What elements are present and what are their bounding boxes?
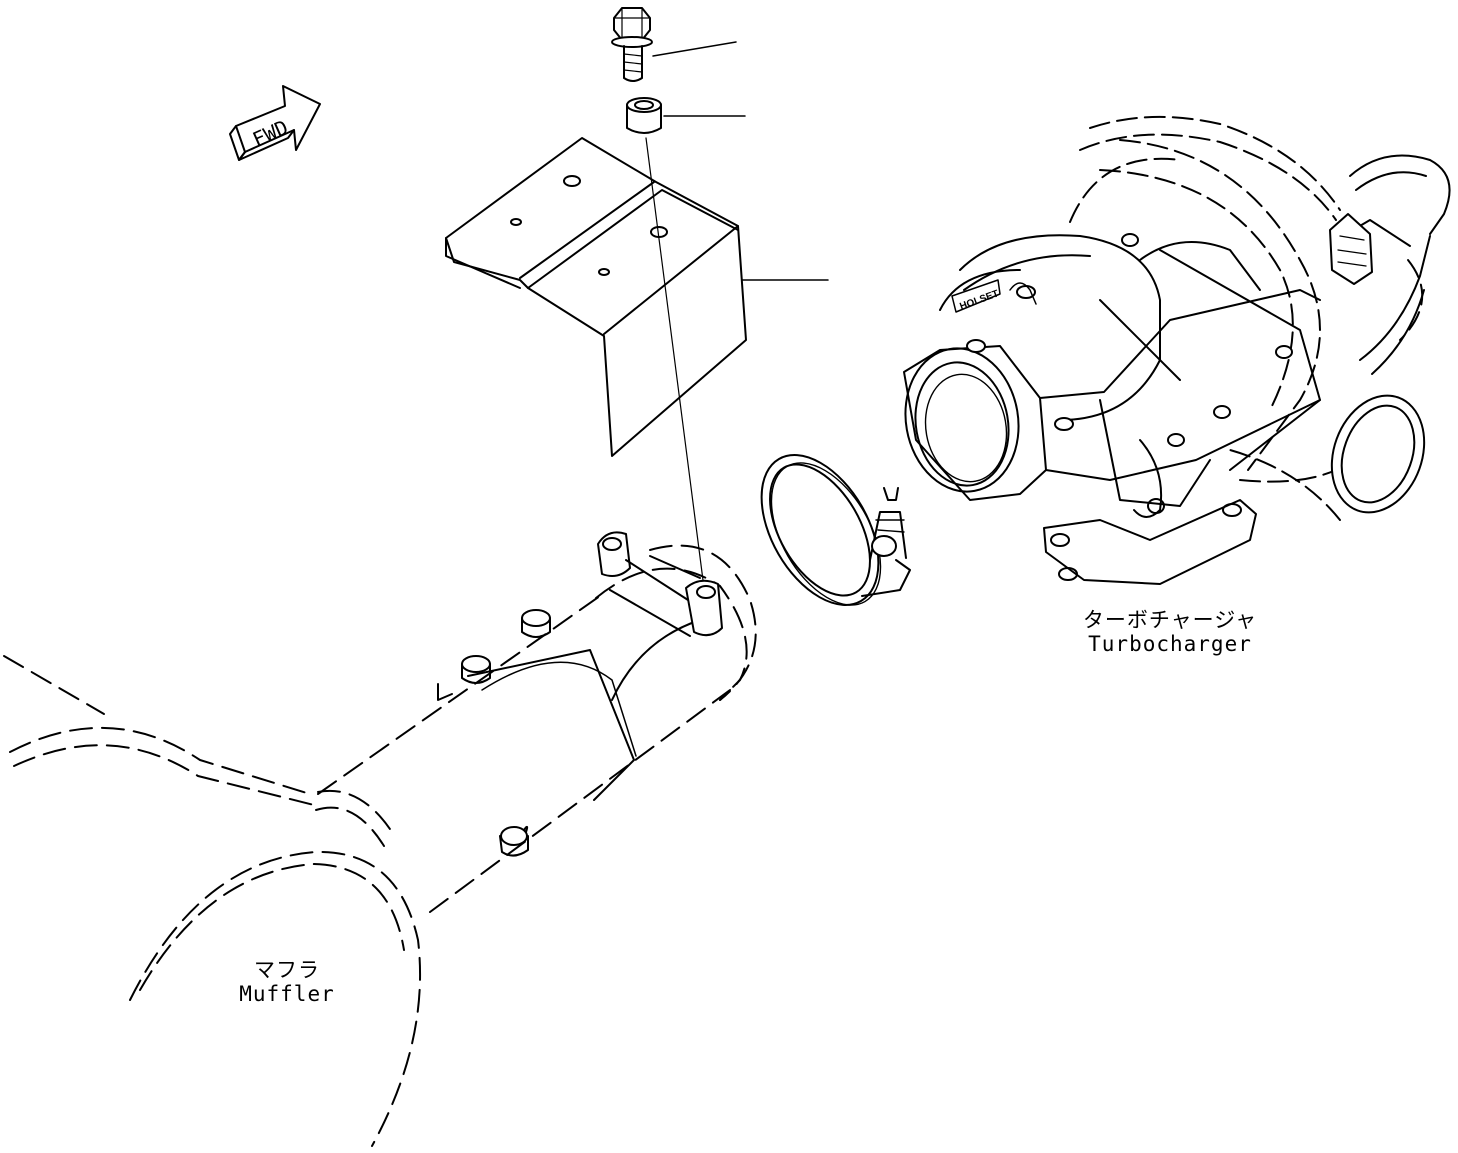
muffler-label-en: Muffler	[239, 982, 335, 1006]
heat-shield-bracket	[445, 137, 747, 457]
turbocharger-assembly: HOLSET	[903, 115, 1451, 585]
turbocharger-label-jp: ターボチャージャ	[1082, 608, 1258, 632]
collar-part	[626, 97, 662, 134]
turbocharger-label: ターボチャージャ Turbocharger	[1070, 608, 1270, 656]
muffler-outline	[3, 655, 421, 1147]
muffler-label: マフラ Muffler	[222, 958, 352, 1006]
bolt-part	[611, 7, 653, 82]
leader-line-bolt	[652, 41, 737, 57]
v-band-clamp	[760, 454, 911, 606]
turbocharger-label-en: Turbocharger	[1088, 632, 1252, 656]
assembly-axis-line	[645, 137, 705, 589]
muffler-label-jp: マフラ	[254, 958, 320, 982]
fwd-arrow-icon: FWD	[229, 85, 321, 161]
pipe-nuts	[437, 609, 551, 701]
pipe-flange	[597, 531, 723, 637]
exhaust-pipe	[317, 544, 757, 913]
